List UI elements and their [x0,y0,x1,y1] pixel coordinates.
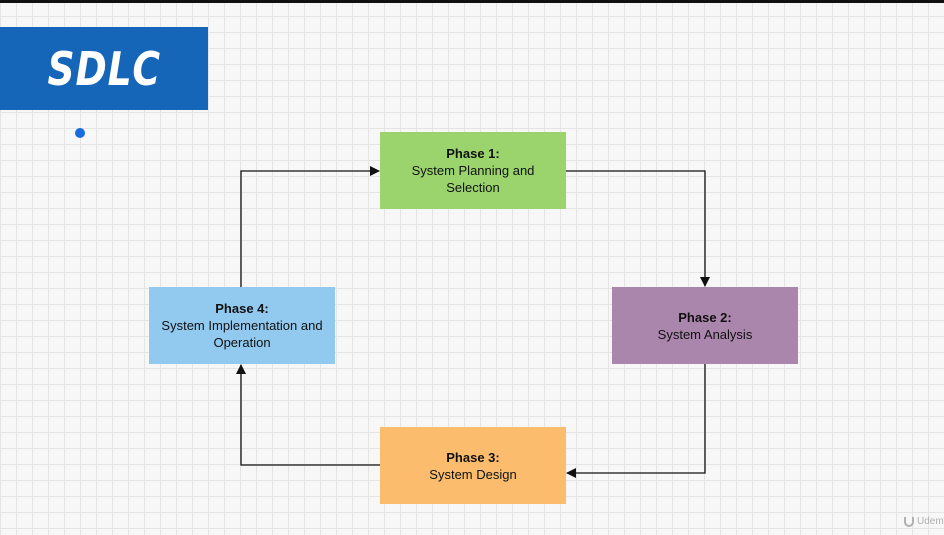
page-title: SDLC [47,41,161,96]
phase-1-text-line-1: System Planning and [411,163,535,178]
top-bar [0,0,944,3]
phase-3-heading: Phase 3: [446,449,500,465]
arrow-phase3-to-phase4 [236,364,380,466]
phase-3-box: Phase 3: System Design [380,427,566,504]
phase-1-heading: Phase 1: [446,146,500,161]
phase-4-heading: Phase 4: [215,301,269,316]
phase-3-text-line-1: System Design [429,466,517,482]
title-banner: SDLC [0,27,208,110]
phase-1-text-line-2: Selection [446,180,500,195]
arrow-phase2-to-phase3 [566,364,706,478]
phase-1-box: Phase 1: System Planning and Selection [380,132,566,209]
udemy-logo-icon [904,516,914,527]
phase-2-text-line-1: System Analysis [657,326,753,342]
arrow-phase1-to-phase2 [566,170,710,287]
phase-4-text-line-1: System Implementation and [161,318,323,333]
cursor-dot [75,128,85,138]
phase-4-text-line-2: Operation [213,335,271,350]
watermark-text: Udemy [917,516,944,527]
phase-2-box: Phase 2: System Analysis [612,287,798,364]
phase-4-box: Phase 4: System Implementation and Opera… [149,287,335,364]
phase-2-heading: Phase 2: [678,309,732,325]
arrow-phase4-to-phase1 [240,166,380,287]
watermark: Udemy [904,516,944,527]
